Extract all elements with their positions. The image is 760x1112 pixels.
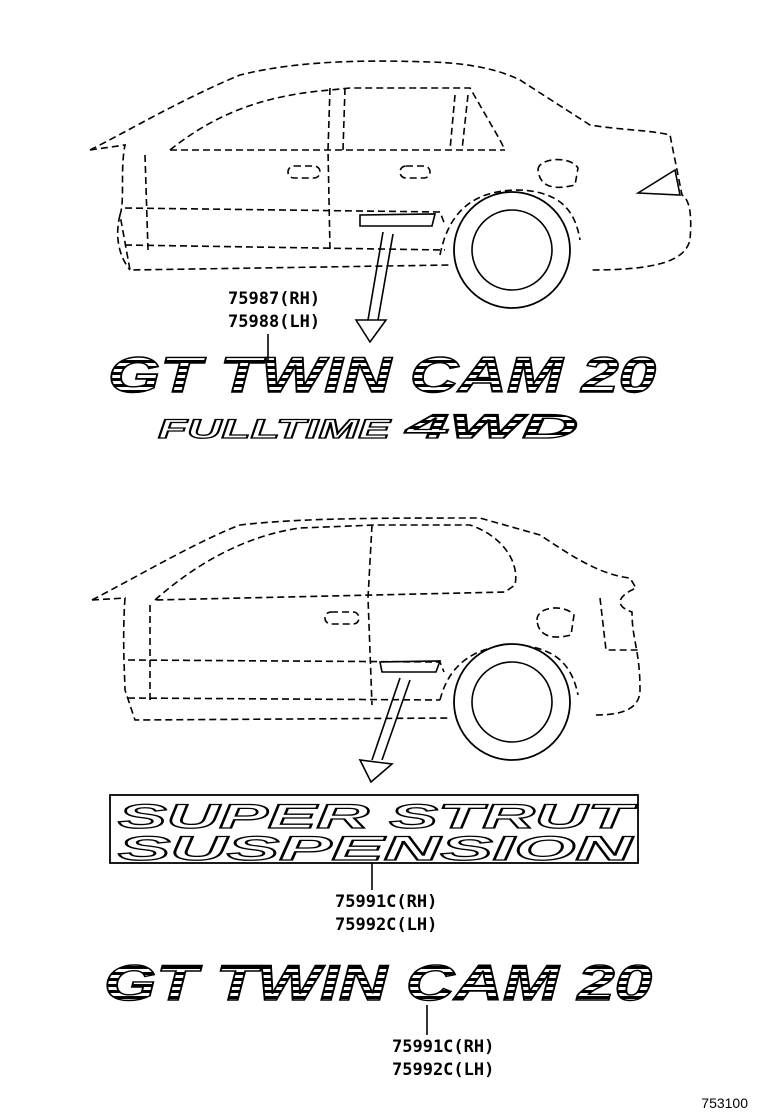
hatchback-rear-wheel [453, 643, 571, 761]
hatchback-pointer-arrow [358, 677, 411, 784]
sedan-callout-rh: 75987(RH) [228, 289, 320, 309]
sedan-emblem-4wd: 4WD [404, 408, 578, 446]
sedan-emblem-fulltime: FULLTIME [158, 414, 392, 444]
sedan-body-outline [89, 60, 692, 271]
figure-number: 753100 [701, 1095, 748, 1111]
hatchback-emblem-main: GT TWIN CAM 20 [104, 955, 652, 1011]
plate-line-1: SUPER STRUT [118, 798, 639, 836]
hatchback-emblem-location [379, 660, 442, 673]
plate-line-2: SUSPENSION [118, 830, 635, 868]
emblem-callout-lh: 75992C(LH) [392, 1060, 494, 1080]
sedan-callout-lh: 75988(LH) [228, 312, 320, 332]
plate-callout-rh: 75991C(RH) [335, 892, 437, 912]
super-strut-plate: SUPER STRUT SUSPENSION [109, 794, 640, 869]
plate-callout-lh: 75992C(LH) [335, 915, 437, 935]
emblem-callout-rh: 75991C(RH) [392, 1037, 494, 1057]
sedan-emblem-main: GT TWIN CAM 20 [108, 347, 656, 403]
sedan-rear-wheel [453, 191, 571, 309]
sedan-pointer-arrow [354, 231, 394, 344]
sedan-emblem-location [359, 213, 437, 227]
